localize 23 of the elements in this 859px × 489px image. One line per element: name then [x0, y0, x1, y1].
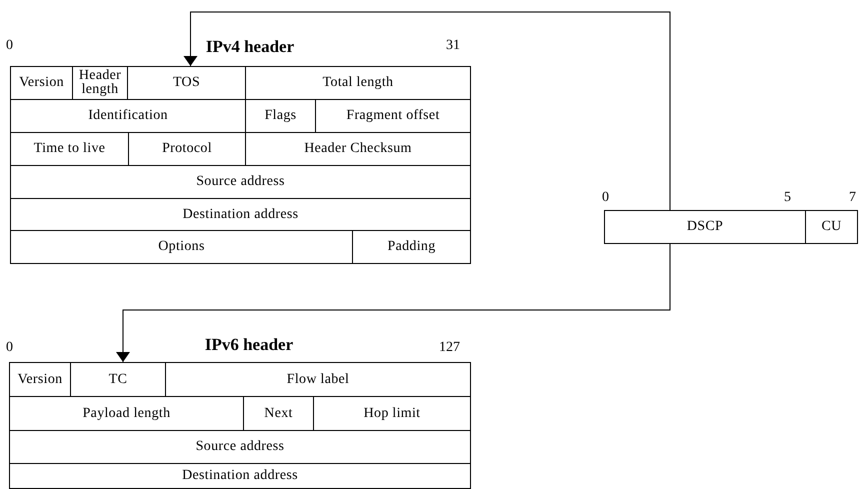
- header-field-cell: Total length: [245, 66, 471, 100]
- header-field-cell: Flow label: [165, 362, 471, 397]
- bit-number: 0: [6, 340, 14, 356]
- bit-number: 0: [6, 38, 14, 54]
- header-field-cell: Destination address: [10, 198, 471, 231]
- header-field-cell: Version: [10, 66, 73, 100]
- table-heading: IPv4 header: [204, 36, 296, 58]
- header-field-cell: Version: [9, 362, 71, 397]
- arrow: [184, 12, 670, 210]
- bit-number: 127: [438, 340, 460, 356]
- bit-number: 7: [848, 190, 856, 206]
- header-field-cell: Source address: [10, 165, 471, 199]
- bit-number: 31: [445, 38, 460, 54]
- table-heading: IPv6 header: [204, 334, 294, 356]
- arrow: [116, 244, 670, 362]
- header-field-cell: DSCP: [604, 210, 806, 244]
- header-field-cell: Options: [10, 230, 353, 264]
- header-field-cell: CU: [805, 210, 858, 244]
- bit-number: 5: [783, 190, 791, 206]
- header-field-cell: Padding: [352, 230, 471, 264]
- header-field-cell: Destination address: [9, 463, 471, 489]
- bit-number: 0: [602, 190, 610, 206]
- header-field-cell: Source address: [9, 430, 471, 464]
